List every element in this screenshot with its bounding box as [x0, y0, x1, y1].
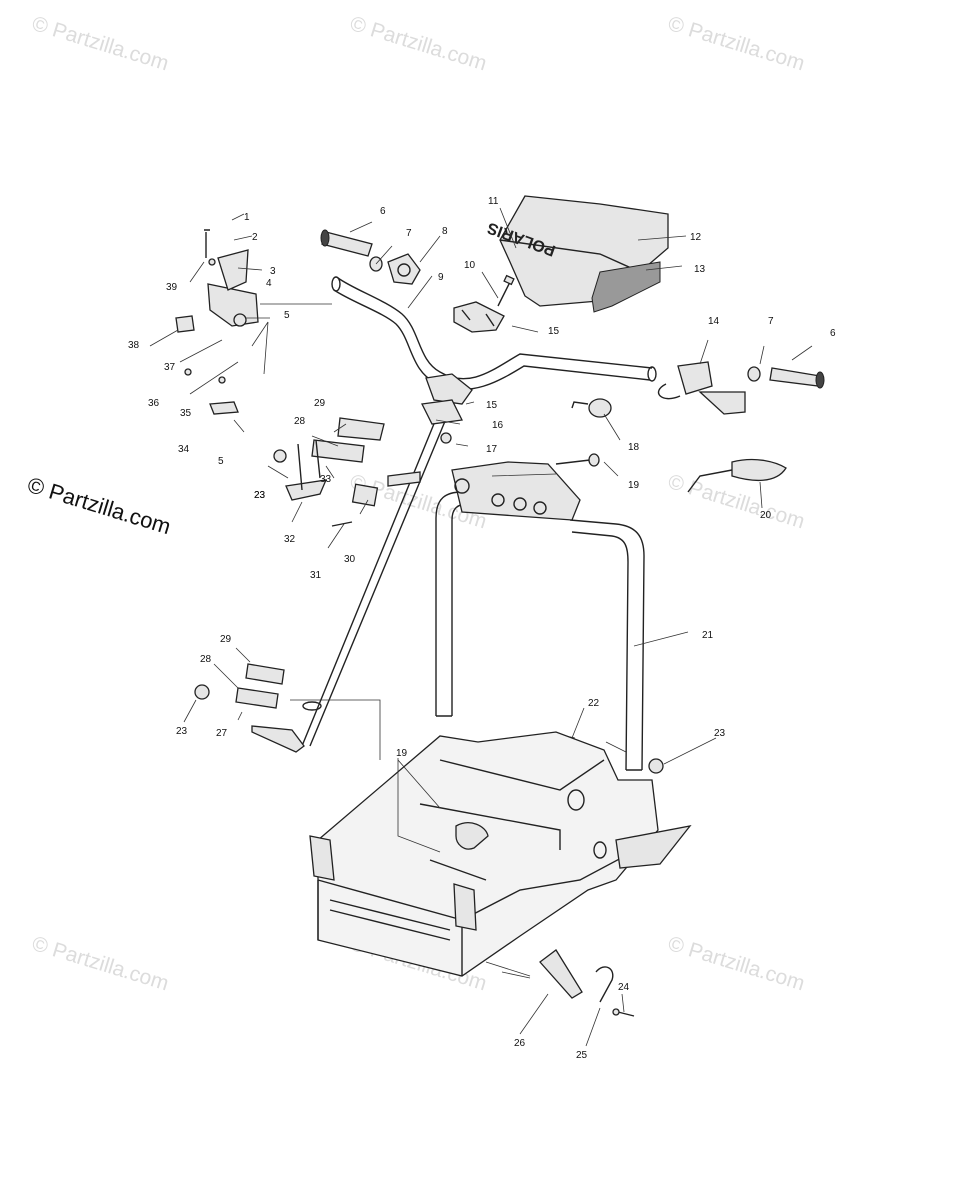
leader-lines [149, 207, 813, 1047]
nut [184, 368, 192, 376]
grip-left [320, 229, 373, 257]
callout: 6 [830, 328, 836, 339]
callout: 37 [164, 362, 176, 373]
lower-bracket [235, 663, 285, 709]
washer [218, 376, 226, 384]
callout: 7 [406, 228, 412, 239]
handlebar-clamp-upper [453, 301, 505, 333]
nut [648, 758, 664, 774]
callout: 15 [486, 400, 498, 411]
callout: 34 [178, 444, 190, 455]
callout: 33 [320, 474, 332, 485]
heating-element [687, 458, 787, 493]
callout: 28 [200, 654, 212, 665]
callout: 28 [294, 416, 306, 427]
callouts: 1 2 3 39 4 38 37 36 35 34 5 5 6 7 8 9 10… [128, 196, 836, 1061]
callout: 24 [618, 982, 630, 993]
bolt [497, 274, 515, 307]
callout: 18 [628, 442, 640, 453]
callout: 27 [216, 728, 228, 739]
callout: 23 [176, 726, 188, 737]
callout: 11 [488, 196, 499, 207]
callout: 31 [310, 570, 322, 581]
callout: 1 [244, 212, 250, 223]
screw [612, 1008, 635, 1017]
nut [440, 432, 452, 444]
callout: 12 [690, 232, 702, 243]
cable-guide [539, 949, 583, 999]
callout: 20 [760, 510, 772, 521]
switch-housing [204, 229, 259, 327]
callout: 39 [166, 282, 178, 293]
callout: 29 [314, 398, 326, 409]
callout: 23 [714, 728, 726, 739]
upper-bracket [285, 417, 385, 527]
grip-right [769, 367, 825, 389]
callout: 30 [344, 554, 356, 565]
callout: 17 [486, 444, 498, 455]
callout: 29 [220, 634, 232, 645]
bolt [555, 453, 600, 467]
callout: 5 [218, 456, 224, 467]
callout: 7 [768, 316, 774, 327]
callout: 26 [514, 1038, 526, 1049]
callout: 36 [148, 398, 160, 409]
callout: 23 [254, 490, 266, 501]
callout: 38 [128, 340, 140, 351]
throttle-block [387, 253, 421, 285]
key-switch [175, 315, 195, 333]
callout: 23 [254, 490, 266, 501]
chassis [309, 731, 692, 977]
callout: 9 [438, 272, 444, 283]
light [571, 398, 612, 418]
key [209, 401, 239, 415]
callout: 22 [588, 698, 600, 709]
callout: 4 [266, 278, 272, 289]
nut [273, 449, 287, 463]
handlebar [331, 276, 657, 391]
end-cap [747, 366, 761, 382]
callout: 13 [694, 264, 706, 275]
callout: 8 [442, 226, 448, 237]
callout: 3 [270, 266, 276, 277]
handlebar-pad: POLARIS [485, 195, 669, 313]
callout: 6 [380, 206, 386, 217]
nut [194, 684, 210, 700]
callout: 16 [492, 420, 504, 431]
steering-support [435, 461, 645, 771]
clip [595, 966, 614, 1003]
callout: 2 [252, 232, 258, 243]
callout: 21 [702, 630, 714, 641]
callout: 19 [628, 480, 640, 491]
callout: 35 [180, 408, 192, 419]
callout: 32 [284, 534, 296, 545]
brake-lever [657, 361, 746, 415]
callout: 10 [464, 260, 476, 271]
callout: 19 [396, 748, 408, 759]
callout: 14 [708, 316, 720, 327]
handlebar-clamp-lower [425, 373, 473, 405]
steering-post [251, 399, 463, 753]
callout: 5 [284, 310, 290, 321]
callout: 15 [548, 326, 560, 337]
callout: 25 [576, 1050, 588, 1061]
